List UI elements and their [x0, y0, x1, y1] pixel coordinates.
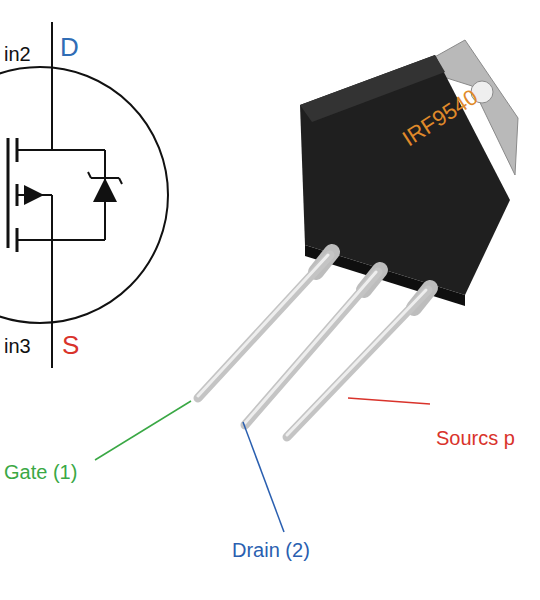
source-bus: [17, 239, 105, 241]
source-lead: [287, 290, 428, 437]
pin-name: in2: [4, 42, 31, 66]
body-wire: [51, 195, 53, 240]
package-top-edge: [300, 55, 445, 122]
source-wire: [51, 240, 53, 368]
lead-highlight: [287, 290, 426, 435]
drain-wire: [51, 22, 53, 150]
drain-leader: [243, 422, 284, 532]
diode-symbol: [93, 178, 117, 202]
pin-label: Sourcs p: [436, 426, 515, 450]
pin-name: in3: [4, 334, 31, 358]
diode-bar-tail: [88, 172, 91, 178]
drain-lead: [245, 272, 378, 425]
leads: [198, 252, 430, 437]
transistor-package: [198, 40, 518, 437]
diode-bar: [91, 177, 119, 179]
terminal-letter: D: [60, 32, 79, 63]
gate-leader: [95, 401, 191, 460]
symbol-circle: [0, 67, 168, 323]
lead-highlight: [245, 272, 376, 423]
drain-bus: [17, 149, 105, 151]
gate-plate: [7, 138, 10, 248]
mosfet-symbol: [0, 22, 168, 368]
diode-bar-tail: [119, 178, 122, 184]
pin-label: Gate (1): [4, 460, 77, 484]
pin-label: Drain (2): [232, 538, 310, 562]
channel-arrow: [24, 185, 44, 205]
source-leader: [348, 398, 430, 404]
gate-lead: [198, 255, 330, 398]
terminal-letter: S: [62, 330, 79, 361]
lead-highlight: [198, 255, 328, 396]
